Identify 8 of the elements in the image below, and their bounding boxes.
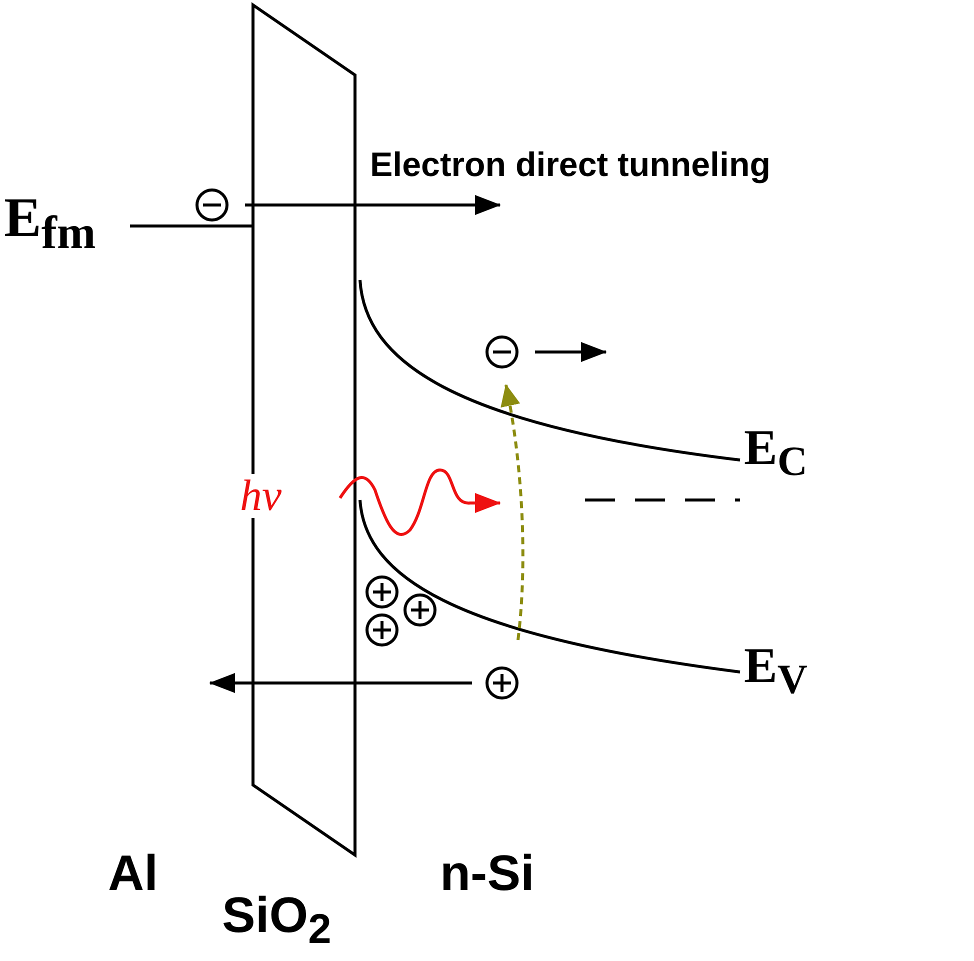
annotation-text: Electron direct tunneling xyxy=(370,148,770,182)
photon-label: hν xyxy=(240,474,282,518)
energy-level-label: E$_{V}$ xyxy=(744,640,808,702)
material-label: Al xyxy=(108,848,158,898)
material-label: SiO$_{2}$ xyxy=(222,890,332,950)
energy-level-label: E$_{C}$ xyxy=(744,422,808,484)
energy-level-label: E$_{fm}$ xyxy=(4,190,96,257)
material-label: n-Si xyxy=(440,848,534,898)
